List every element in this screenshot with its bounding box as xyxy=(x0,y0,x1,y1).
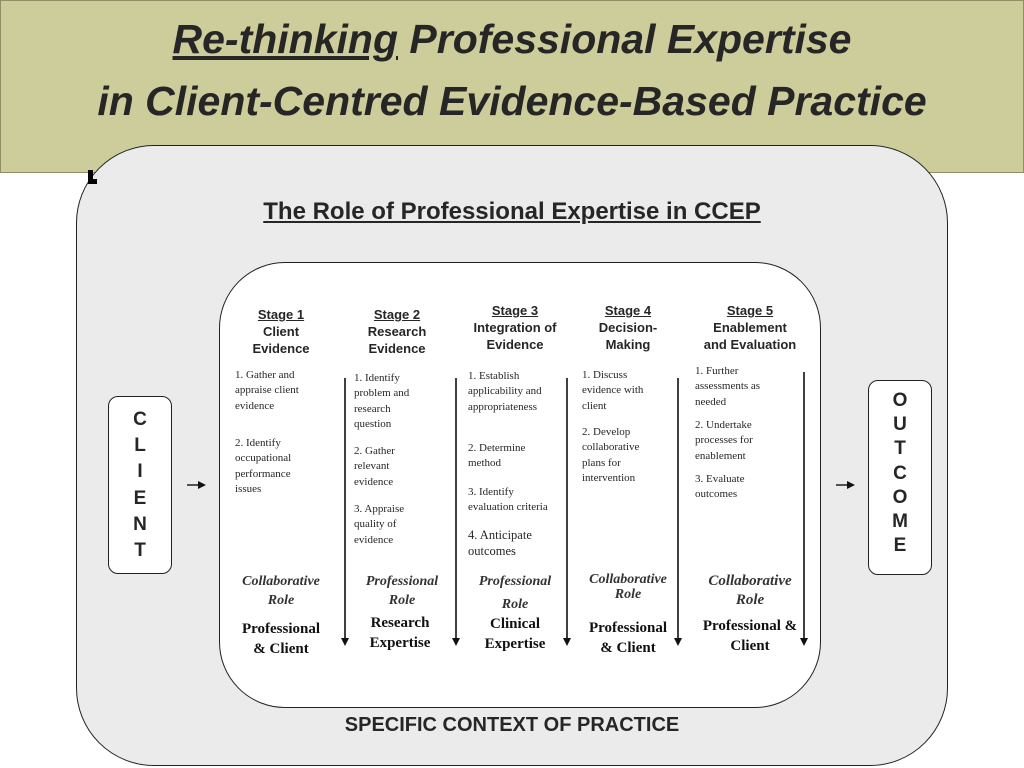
stage-5-header: Stage 5 Enablement and Evaluation xyxy=(692,302,808,353)
client-box: C L I E N T xyxy=(108,396,172,574)
stage-3-role: Professional Role xyxy=(478,574,552,612)
diagram-title: The Role of Professional Expertise in CC… xyxy=(263,198,761,225)
stage-1-number: Stage 1 xyxy=(257,307,305,322)
stage-1-step-1: 1. Gather and appraise client evidence xyxy=(235,369,299,412)
stage-2-role: Professional Role xyxy=(365,574,439,608)
stage-5-who: Professional & Client xyxy=(702,618,798,654)
stage-2-step-1: 1. Identify problem and research questio… xyxy=(354,372,410,431)
stage-3-step-2: 2. Determine method xyxy=(468,442,526,470)
stage-1-role: Collaborative Role xyxy=(242,574,320,608)
stage-4-who: Professional & Client xyxy=(588,620,668,656)
client-label: C L I E N T xyxy=(133,409,147,562)
title-emphasis: Re-thinking xyxy=(172,16,398,62)
stage-4-name: Decision- Making xyxy=(598,320,658,352)
stage-4-role: Collaborative Role xyxy=(589,572,667,602)
stage-5-step-2: 2. Undertake processes for enablement xyxy=(695,419,753,462)
stage-5-step-3: 3. Evaluate outcomes xyxy=(695,473,745,501)
stage-4-step-1: 1. Discuss evidence with client xyxy=(582,369,644,412)
stage-1-who: Professional & Client xyxy=(241,621,321,657)
outcome-label: O U T C O M E xyxy=(892,390,908,557)
slide-title-line-2: in Client-Centred Evidence-Based Practic… xyxy=(97,78,927,124)
stage-5-step-1: 1. Further assessments as needed xyxy=(695,365,761,408)
stage-1-name: Client Evidence xyxy=(252,324,310,356)
stage-2-name: Research Evidence xyxy=(367,324,427,356)
stage-1-step-2: 2. Identify occupational performance iss… xyxy=(235,437,292,496)
slide-title-line-1: Re-thinking Professional Expertise xyxy=(1,15,1023,63)
context-label: SPECIFIC CONTEXT OF PRACTICE xyxy=(344,714,680,736)
stage-3-step-3: 3. Identify evaluation criteria xyxy=(468,486,548,514)
stage-4-number: Stage 4 xyxy=(604,303,652,318)
stage-2-who: Research Expertise xyxy=(369,615,431,651)
stage-3-name: Integration of Evidence xyxy=(473,320,557,352)
stage-3-step-4: 4. Anticipate outcomes xyxy=(468,528,532,558)
stage-2-header: Stage 2 Research Evidence xyxy=(352,306,442,357)
process-frame xyxy=(219,262,821,708)
stage-3-header: Stage 3 Integration of Evidence xyxy=(462,302,568,353)
stage-2-number: Stage 2 xyxy=(373,307,421,322)
stage-4-step-2: 2. Develop collaborative plans for inter… xyxy=(582,426,640,485)
stage-1-header: Stage 1 Client Evidence xyxy=(236,306,326,357)
stage-2-step-2: 2. Gather relevant evidence xyxy=(354,445,395,488)
stage-5-number: Stage 5 xyxy=(726,303,774,318)
stage-4-header: Stage 4 Decision- Making xyxy=(583,302,673,353)
title-rest: Professional Expertise xyxy=(398,16,852,62)
title-banner: Re-thinking Professional Expertise in Cl… xyxy=(0,0,1024,173)
corner-mark xyxy=(88,170,97,184)
stage-3-who: Clinical Expertise xyxy=(484,616,546,652)
stage-2-step-3: 3. Appraise quality of evidence xyxy=(354,503,405,546)
stage-3-number: Stage 3 xyxy=(491,303,539,318)
outcome-box: O U T C O M E xyxy=(868,380,932,575)
stage-5-role: Collaborative Role xyxy=(708,573,792,608)
stage-5-name: Enablement and Evaluation xyxy=(703,320,797,352)
stage-3-step-1: 1. Establish applicability and appropria… xyxy=(468,370,542,413)
